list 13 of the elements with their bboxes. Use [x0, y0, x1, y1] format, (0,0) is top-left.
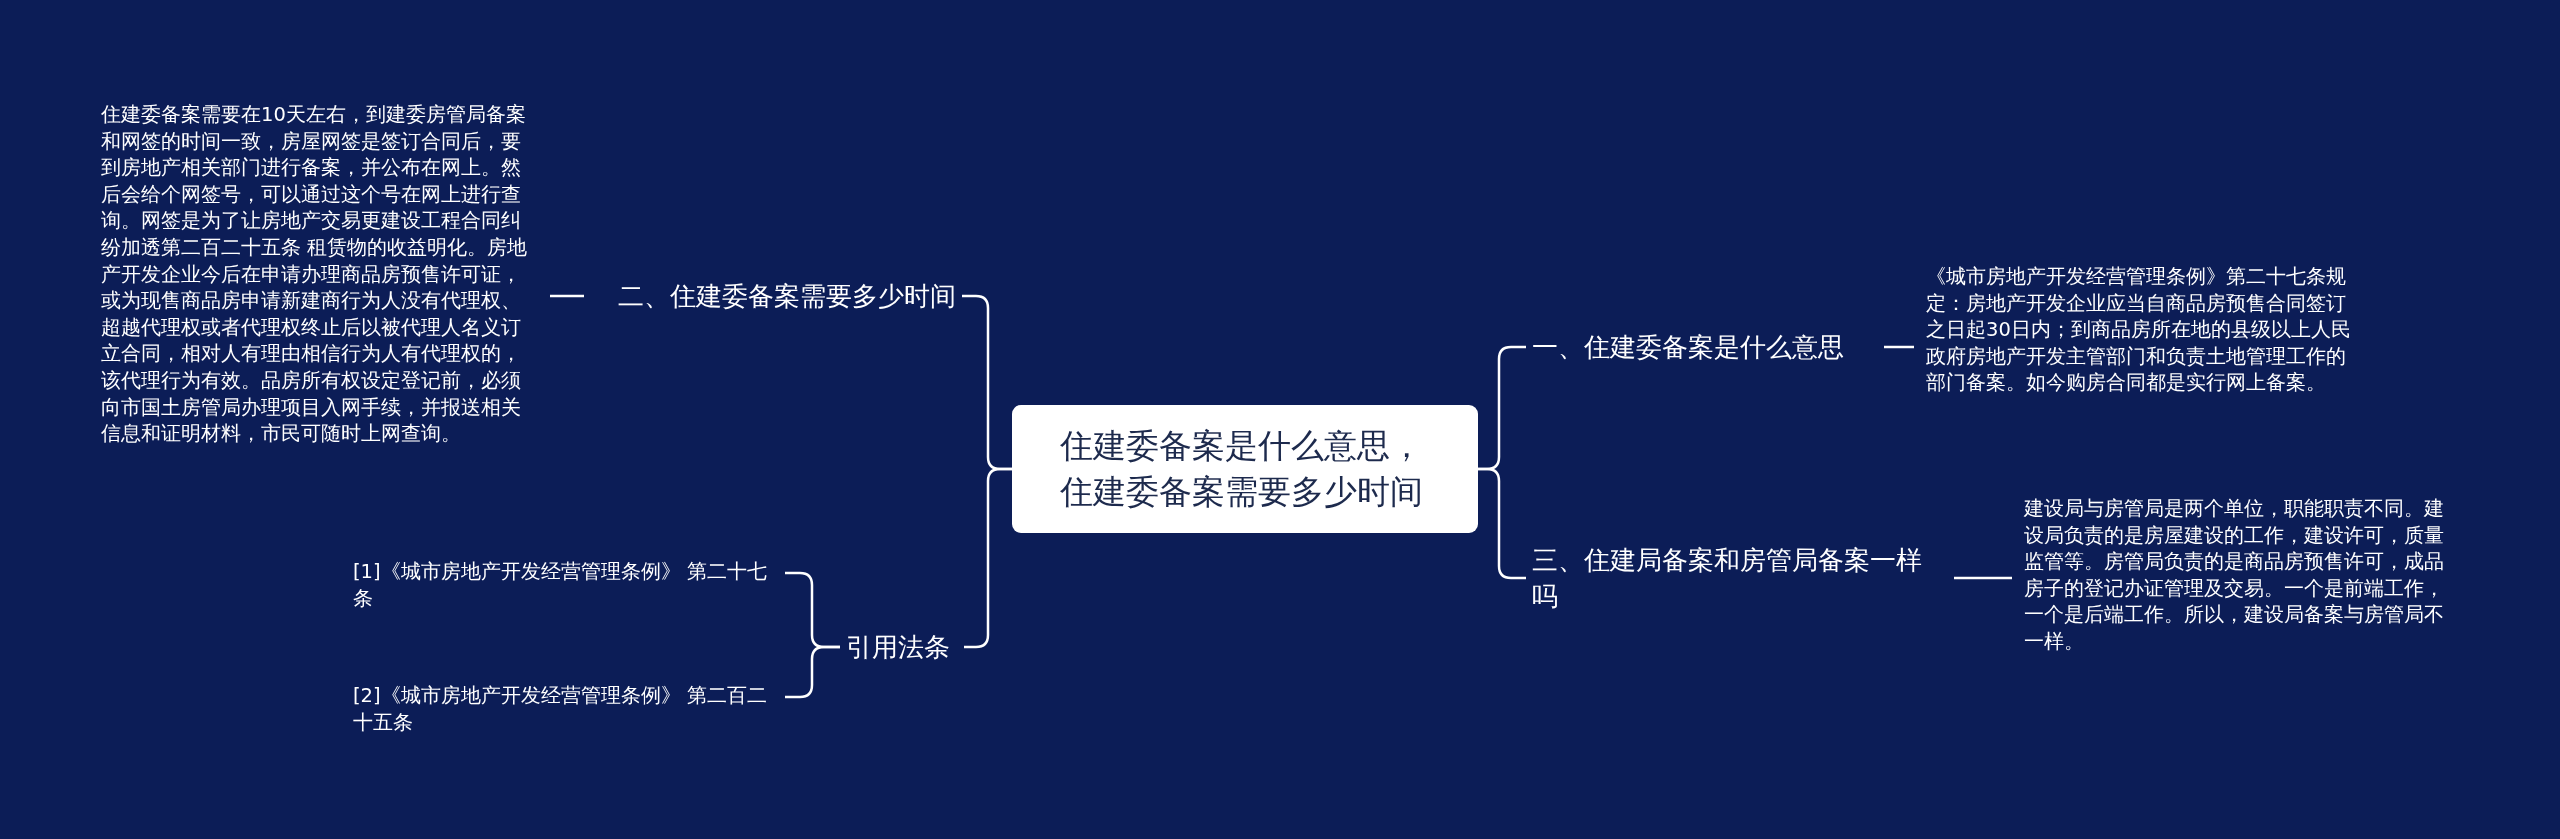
reference-text: [1]《城市房地产开发经营管理条例》 第二十七条	[349, 559, 785, 613]
branch-topic: 三、住建局备案和房管局备案一样吗	[1526, 540, 1946, 616]
connector-line	[550, 294, 584, 298]
detail-text: 建设局与房管局是两个单位，职能职责不同。建设局负责的是房屋建设的工作，建设许可，质量监管等。房管局负责的是商品房预售许可，成品房子的登记办证管理及交易。一个是前端工作，一个是后端工作。所以，建设局备案与房管局不一样。	[2020, 496, 2465, 656]
branch-topic: 一、住建委备案是什么意思	[1526, 327, 1876, 367]
detail-text: 《城市房地产开发经营管理条例》第二十七条规定：房地产开发企业应当自商品房预售合同签订之日起30日内；到商品房所在地的县级以上人民政府房地产开发主管部门和负责土地管理工作的部门备案。如今购房合同都是实行网上备案。	[1922, 264, 2367, 397]
connector-line	[1954, 576, 2012, 580]
detail-text: 住建委备案需要在10天左右，到建委房管局备案和网签的时间一致，房屋网签是签订合同后，要到房地产相关部门进行备案，并公布在网上。然后会给个网签号，可以通过这个号在网上进行查询。网签是为了让房地产交易更建设工程合同纠纷加透第二百二十五条 租赁物的收益明化。房地产开发企业今后在申请办理商品房预售许可证，或为现售商品房申请新建商行为人没有代理权、超越代理权或者代理权终止后以被代理人名义订立合同，相对人有理由相信行为人有代理权的，该代理行为有效。品房所有权设定登记前，必须向市国土房管局办理项目入网手续，并报送相关信息和证明材料，市民可随时上网查询。	[97, 102, 542, 448]
central-topic-box: 住建委备案是什么意思，住建委备案需要多少时间	[1012, 405, 1478, 533]
reference-text: [2]《城市房地产开发经营管理条例》 第二百二十五条	[349, 683, 785, 737]
branch-topic: 二、住建委备案需要多少时间	[592, 276, 962, 316]
branch-topic: 引用法条	[840, 627, 964, 667]
connector-line	[1884, 345, 1914, 349]
